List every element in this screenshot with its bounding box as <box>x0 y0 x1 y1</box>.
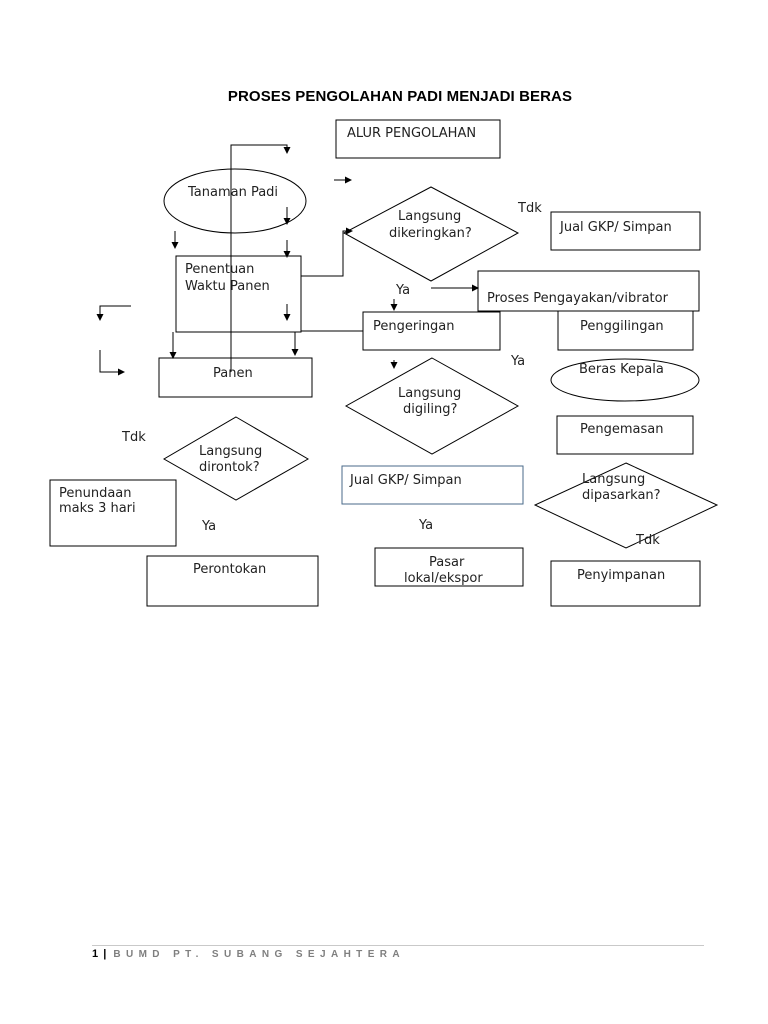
tanaman-padi-ellipse <box>163 168 307 234</box>
label-tdk-dikeringkan: Tdk <box>517 201 542 216</box>
jual-gkp-box-1 <box>550 211 701 251</box>
penentuan-text-1: Penentuan <box>185 262 254 277</box>
perontokan-text: Perontokan <box>193 562 266 577</box>
page-number: 1 <box>92 948 99 960</box>
dirontok-diamond <box>162 416 310 501</box>
footer-company: BUMD PT. SUBANG SEJAHTERA <box>113 949 406 960</box>
penyimpanan-text: Penyimpanan <box>577 568 665 583</box>
label-tdk-dirontok: Tdk <box>121 430 146 445</box>
dipasarkan-text-2: dipasarkan? <box>582 488 661 503</box>
pasar-text-2: lokal/ekspor <box>404 571 483 586</box>
penundaan-box <box>49 479 177 547</box>
jual-gkp-text-2: Jual GKP/ Simpan <box>349 473 462 488</box>
dikeringkan-text-1: Langsung <box>398 209 461 224</box>
penyimpanan-box <box>550 560 701 607</box>
alur-pengolahan-text: ALUR PENGOLAHAN <box>347 126 476 141</box>
loop-connector-line <box>230 144 291 372</box>
digiling-diamond <box>344 357 520 455</box>
diagram-title: PROSES PENGOLAHAN PADI MENJADI BERAS <box>227 88 573 105</box>
penggilingan-box <box>557 310 694 351</box>
penentuan-waktu-panen-box <box>175 255 302 333</box>
penggilingan-text: Penggilingan <box>580 319 664 334</box>
label-tdk-dipasarkan: Tdk <box>635 533 660 548</box>
pengayakan-text: Proses Pengayakan/vibrator <box>487 291 669 306</box>
perontokan-box <box>146 555 319 607</box>
digiling-text-1: Langsung <box>398 386 461 401</box>
penundaan-text-2: maks 3 hari <box>59 501 136 516</box>
label-ya-digiling: Ya <box>510 354 525 369</box>
jual-gkp-box-2 <box>341 465 524 505</box>
dikeringkan-diamond <box>342 186 520 282</box>
dirontok-text-2: dirontok? <box>199 460 260 475</box>
page-footer: 1 | BUMD PT. SUBANG SEJAHTERA <box>92 948 405 964</box>
beras-kepala-ellipse <box>550 358 700 402</box>
digiling-text-2: digiling? <box>403 402 457 417</box>
panen-box <box>158 357 313 398</box>
beras-kepala-text: Beras Kepala <box>579 362 664 377</box>
label-ya-dirontok: Ya <box>201 519 216 534</box>
footer-separator: | <box>103 948 107 960</box>
pasar-box <box>374 547 524 587</box>
penundaan-text-1: Penundaan <box>59 486 132 501</box>
label-ya-dikeringkan: Ya <box>395 283 410 298</box>
dirontok-text-1: Langsung <box>199 444 262 459</box>
pasar-text-1: Pasar <box>429 555 465 570</box>
alur-pengolahan-box <box>335 119 501 159</box>
pengeringan-text: Pengeringan <box>373 319 455 334</box>
dipasarkan-text-1: Langsung <box>582 472 645 487</box>
left-side-down-arrow <box>96 305 131 321</box>
pengemasan-text: Pengemasan <box>580 422 663 437</box>
panen-text: Panen <box>213 366 253 381</box>
pengemasan-box <box>556 415 694 455</box>
tanaman-padi-text: Tanaman Padi <box>187 185 278 200</box>
connector-to-dikeringkan <box>301 227 353 277</box>
left-side-right-arrow <box>99 350 125 376</box>
dikeringkan-text-2: dikeringkan? <box>389 226 472 241</box>
jual-gkp-text-1: Jual GKP/ Simpan <box>559 220 672 235</box>
label-ya-jual: Ya <box>418 518 433 533</box>
footer-divider <box>92 945 704 946</box>
penentuan-text-2: Waktu Panen <box>185 279 270 294</box>
dipasarkan-diamond <box>533 462 719 549</box>
